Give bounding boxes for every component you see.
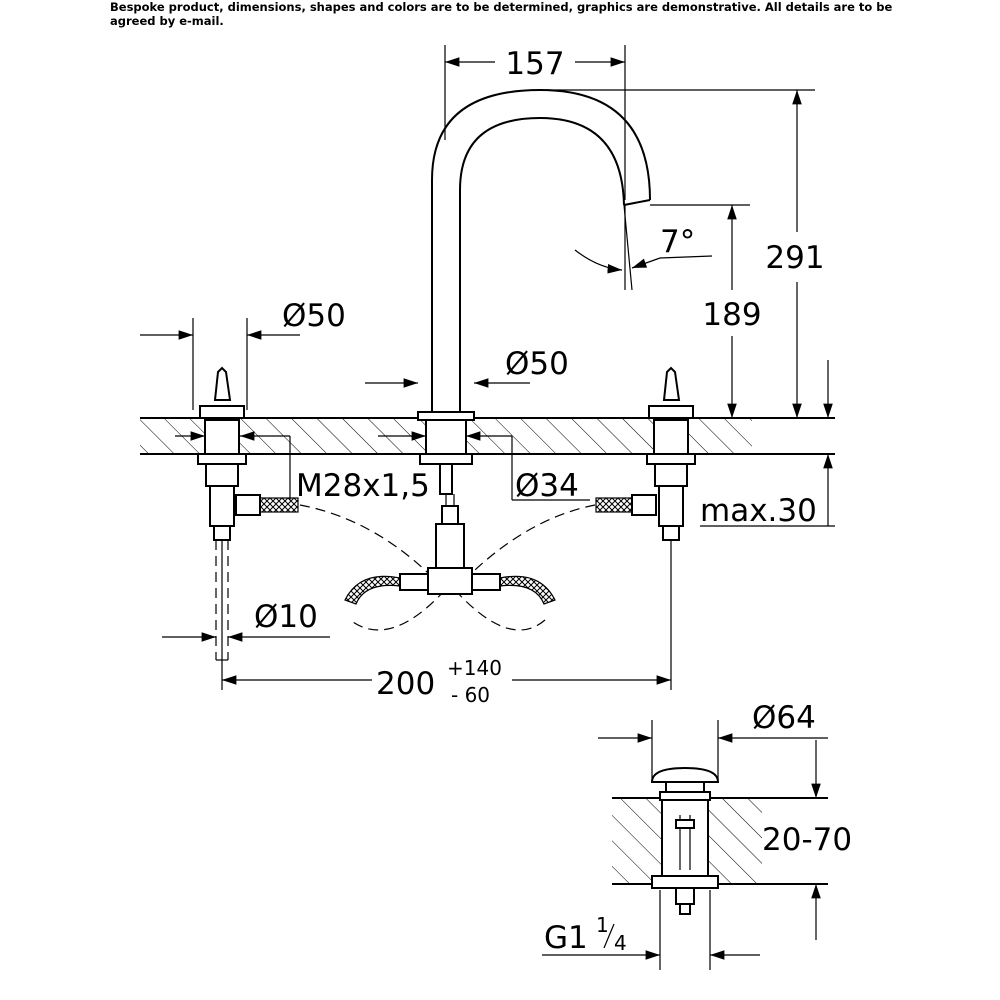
label-thread: M28x1,5 — [296, 468, 430, 504]
label-spread-minus: - 60 — [451, 683, 490, 707]
dim-waste-range: 20-70 — [762, 740, 852, 940]
dim-total-height: 291 — [540, 89, 825, 418]
label-spout-diameter: Ø50 — [505, 346, 569, 382]
popup-waste — [612, 766, 828, 915]
label-reach: 157 — [505, 46, 564, 82]
label-waste-thread: G1 — [544, 920, 588, 956]
label-waste-thread-den: 4 — [614, 931, 627, 955]
dim-max-thickness: max.30 — [700, 360, 835, 529]
dim-waste-thread: G1 1 4 — [542, 890, 760, 970]
label-waste-diameter: Ø64 — [752, 700, 816, 736]
dim-hole-diameter: Ø34 — [378, 431, 590, 504]
dim-waste-diameter: Ø64 — [598, 700, 828, 780]
right-handle-valve — [595, 366, 696, 541]
dim-thread: M28x1,5 — [175, 431, 430, 504]
label-angle: 7° — [660, 224, 695, 260]
dim-spout-height: 189 — [650, 204, 762, 418]
label-handle-diameter: Ø50 — [282, 298, 346, 334]
dim-spread: 200 +140 - 60 — [221, 540, 672, 707]
label-spread: 200 — [376, 666, 435, 702]
label-spout-height: 189 — [702, 297, 761, 333]
label-waste-range: 20-70 — [762, 822, 852, 858]
label-total-height: 291 — [765, 240, 824, 276]
left-handle-valve — [197, 366, 299, 541]
dim-reach: 157 — [444, 45, 626, 200]
connection-hoses — [299, 494, 596, 631]
dim-angle: 7° — [574, 205, 713, 290]
label-hole-diameter: Ø34 — [515, 468, 579, 504]
dim-handle-diameter: Ø50 — [140, 298, 346, 410]
spout — [417, 88, 651, 495]
label-spread-plus: +140 — [447, 656, 502, 680]
label-pipe-diameter: Ø10 — [254, 599, 318, 635]
label-max-thickness: max.30 — [700, 493, 817, 529]
disclaimer-note: Bespoke product, dimensions, shapes and … — [110, 0, 893, 28]
dim-pipe-diameter: Ø10 — [162, 599, 330, 642]
dim-spout-diameter: Ø50 — [365, 346, 569, 388]
label-waste-thread-num: 1 — [596, 913, 609, 937]
